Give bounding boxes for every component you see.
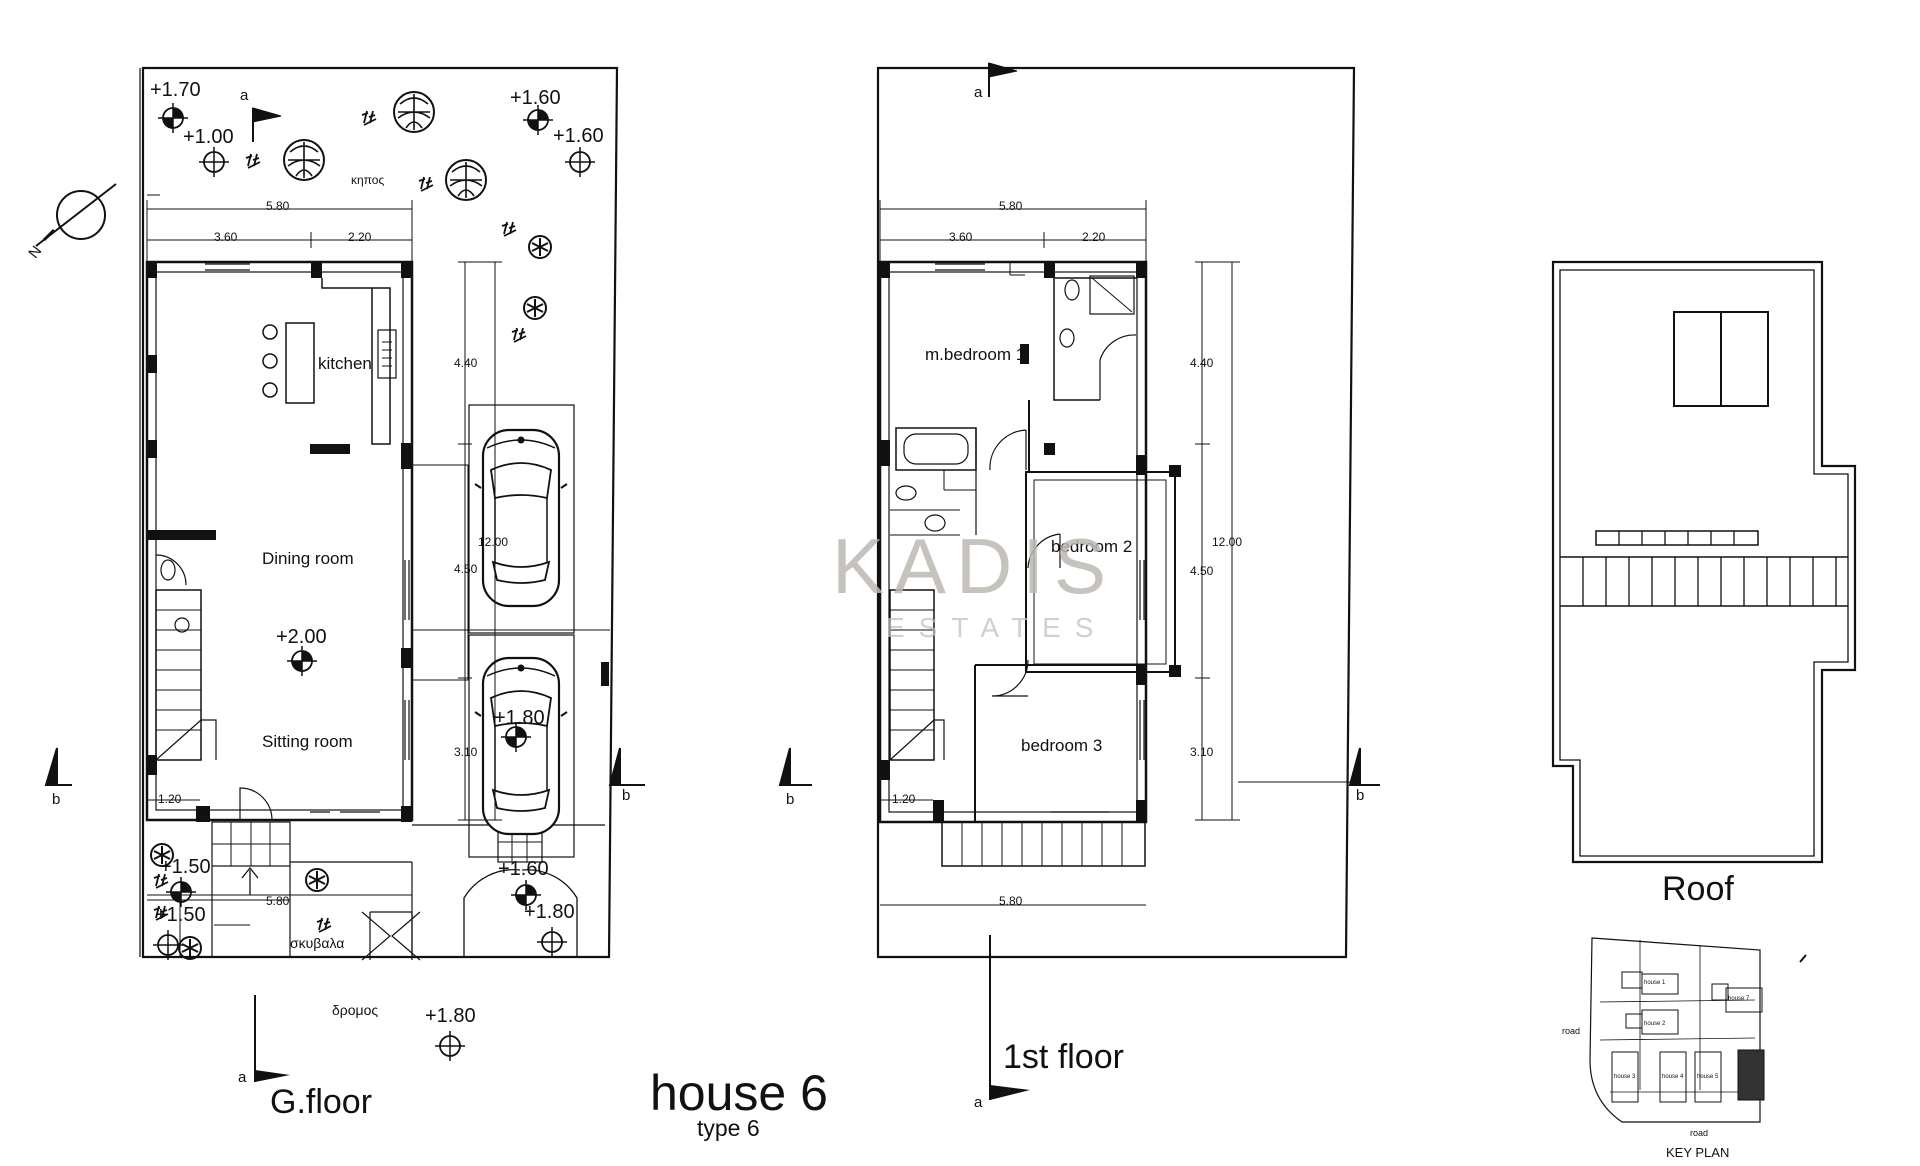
roof-title: Roof [1662, 870, 1734, 908]
gf-level-11: +1.80 [425, 1005, 476, 1027]
gf-level-9: +1.60 [498, 858, 549, 880]
key-plan-house-3: house 3 [1614, 1074, 1636, 1080]
north-label: N [25, 243, 45, 262]
gf-label-garden: κηπος [351, 173, 384, 187]
gf-dim-side-total: 12.00 [478, 535, 508, 549]
gf-title: G.floor [270, 1083, 372, 1121]
gf-dim-top-left: 3.60 [214, 230, 238, 244]
gf-level-1: +1.70 [150, 79, 201, 101]
ff-dim-top-left: 3.60 [949, 230, 973, 244]
ff-dim-side-total: 12.00 [1212, 535, 1242, 549]
key-plan-house-5: house 5 [1697, 1074, 1719, 1080]
gf-room-sitting: Sitting room [262, 732, 353, 751]
key-plan-house-4: house 4 [1662, 1074, 1684, 1080]
gf-section-a-bottom: a [238, 1069, 247, 1086]
gf-level-7: +1.50 [160, 856, 211, 878]
ff-dim-bottom: 5.80 [999, 894, 1023, 908]
key-plan-title: KEY PLAN [1666, 1145, 1729, 1160]
ff-dim-top-total: 5.80 [999, 199, 1023, 213]
gf-level-8: +1.50 [155, 904, 206, 926]
ff-title: 1st floor [1003, 1038, 1124, 1076]
gf-section-a-top: a [240, 87, 249, 104]
ff-room-bed3: bedroom 3 [1021, 736, 1102, 755]
key-plan-house-7: house 7 [1728, 996, 1750, 1002]
gf-level-4: +1.60 [553, 125, 604, 147]
key-plan-road-left: road [1562, 1026, 1580, 1036]
ff-room-bed2: bedroom 2 [1051, 537, 1132, 556]
watermark-subtitle: ESTATES [886, 612, 1107, 643]
watermark-logo: KADIS [832, 522, 1116, 610]
ff-dim-side-b: 4.50 [1190, 564, 1214, 578]
ff-room-master: m.bedroom 1 [925, 345, 1025, 364]
ff-section-b-left: b [786, 791, 794, 808]
gf-level-6: +1.80 [494, 707, 545, 729]
gf-dim-top-right: 2.20 [348, 230, 372, 244]
ff-dim-top-right: 2.20 [1082, 230, 1106, 244]
gf-room-dining: Dining room [262, 549, 354, 568]
ff-section-b-right: b [1356, 787, 1364, 804]
gf-dim-side-a: 4.40 [454, 356, 478, 370]
gf-section-b-left: b [52, 791, 60, 808]
gf-dim-side-b: 4.50 [454, 562, 478, 576]
key-plan-house-1: house 1 [1644, 980, 1666, 986]
gf-label-road: δρομος [332, 1002, 378, 1018]
house-type: type 6 [697, 1115, 760, 1141]
house-title: house 6 [650, 1065, 828, 1121]
ff-dim-side-a: 4.40 [1190, 356, 1214, 370]
gf-level-10: +1.80 [524, 901, 575, 923]
gf-dim-side-c: 3.10 [454, 745, 478, 759]
gf-dim-bottom: 5.80 [266, 894, 290, 908]
key-plan-house-2: house 2 [1644, 1021, 1666, 1027]
gf-room-kitchen: kitchen [318, 354, 372, 373]
ff-dim-side-c: 3.10 [1190, 745, 1214, 759]
gf-dim-top-total: 5.80 [266, 199, 290, 213]
gf-level-3: +1.60 [510, 87, 561, 109]
gf-dim-stair: 1.20 [158, 792, 182, 806]
ff-section-a-bottom: a [974, 1094, 983, 1111]
ff-section-a-top: a [974, 84, 983, 101]
ff-dim-stair: 1.20 [892, 792, 916, 806]
gf-level-5: +2.00 [276, 626, 327, 648]
gf-section-b-right: b [622, 787, 630, 804]
key-plan-road-bottom: road [1690, 1128, 1708, 1138]
gf-label-bins: σκυβαλα [290, 935, 344, 951]
gf-level-2: +1.00 [183, 126, 234, 148]
